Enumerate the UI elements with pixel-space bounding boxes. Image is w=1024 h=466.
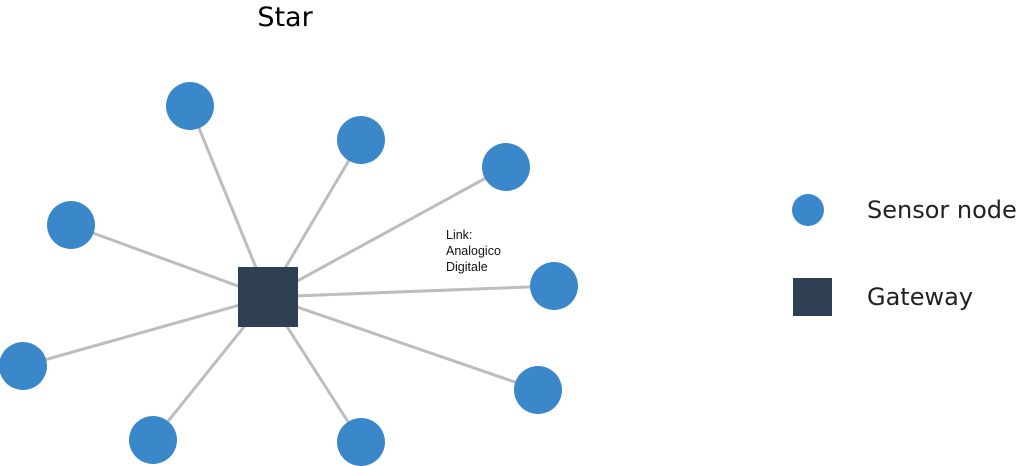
link-type-annotation: Link: Analogico Digitale [446, 227, 501, 275]
sensor-node [337, 116, 385, 164]
sensor-node [166, 82, 214, 130]
diagram-title: Star [257, 2, 313, 33]
link-line [267, 165, 507, 299]
sensor-node [337, 418, 385, 466]
legend-label-sensor-node: Sensor node [867, 196, 1017, 224]
sensor-node [530, 262, 578, 310]
link-line [267, 284, 555, 299]
link-line [267, 295, 539, 392]
link-line [22, 295, 269, 368]
legend-item-sensor-node: Sensor node [790, 194, 1017, 226]
link-line [70, 223, 269, 299]
gateway-node [238, 267, 298, 327]
legend-label-gateway: Gateway [867, 283, 974, 311]
gateway-legend-icon [793, 278, 832, 316]
sensor-node [47, 201, 95, 249]
link-note-line-1: Link: [446, 228, 473, 242]
sensor-node-legend-icon [792, 194, 824, 226]
link-note-line-3: Digitale [446, 260, 488, 274]
link-line [188, 105, 270, 298]
link-note-line-2: Analogico [446, 244, 501, 258]
sensor-node [0, 342, 47, 390]
sensor-node [129, 416, 177, 464]
sensor-node [482, 143, 530, 191]
sensor-nodes-group [0, 82, 578, 466]
legend-item-gateway: Gateway [790, 278, 973, 316]
sensor-node [514, 366, 562, 414]
